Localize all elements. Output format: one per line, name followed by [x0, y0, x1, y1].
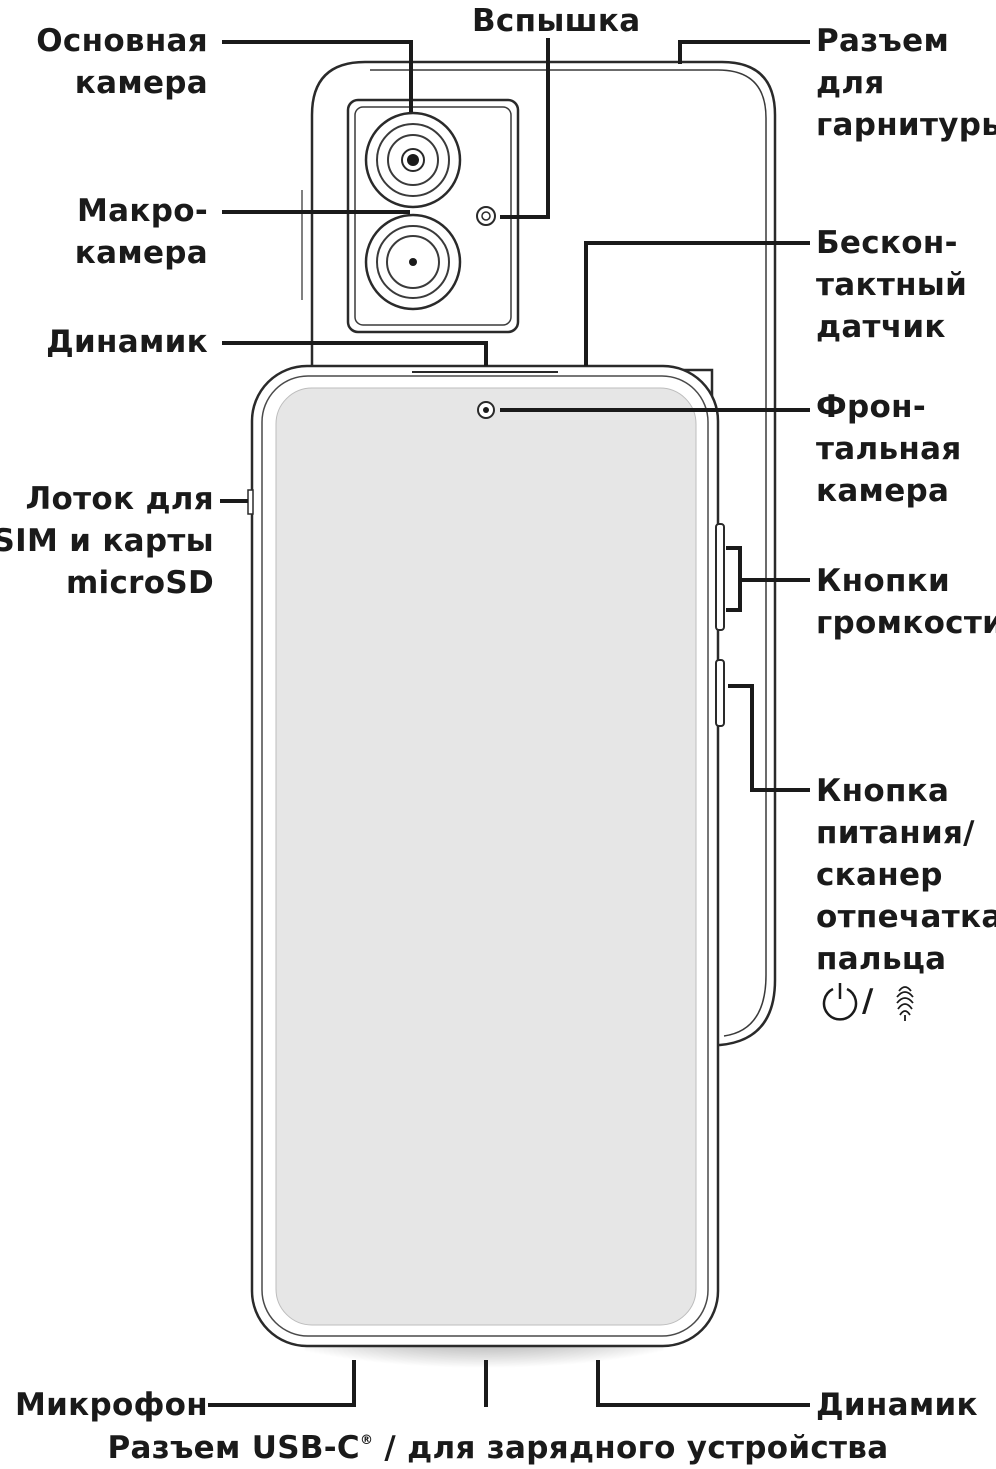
- main-camera-lens: [364, 111, 462, 209]
- label-front-camera: Фрон- тальная камера: [816, 389, 962, 509]
- label-volume-buttons: Кнопки громкости: [816, 563, 996, 641]
- power-fingerprint-separator: /: [862, 983, 874, 1019]
- leader-flash: [500, 38, 550, 219]
- label-microphone: Микрофон: [15, 1387, 208, 1423]
- phone-back-inner-edge: [370, 69, 767, 1037]
- power-icon: [822, 983, 858, 1021]
- leader-power-button: [728, 684, 810, 792]
- leader-microphone: [208, 1360, 356, 1407]
- sim-tray-slot: [247, 489, 254, 515]
- front-camera-lens: [477, 401, 495, 419]
- label-speaker-top: Динамик: [46, 324, 208, 360]
- leader-speaker-bottom: [596, 1360, 810, 1407]
- label-sim-tray: Лоток для SIM и карты microSD: [0, 481, 214, 601]
- label-flash: Вспышка: [472, 3, 641, 39]
- volume-rocker: [715, 523, 725, 631]
- label-headset-jack: Разъем для гарнитуры: [816, 23, 996, 143]
- fingerprint-icon: [896, 986, 914, 1021]
- macro-camera-lens: [364, 213, 462, 311]
- label-main-camera: Основная камера: [36, 23, 208, 101]
- phone-screen: [275, 387, 697, 1326]
- leader-main-camera: [222, 40, 413, 112]
- leader-proximity-sensor: [584, 241, 810, 366]
- label-power-button: Кнопка питания/ сканер отпечатка пальца: [816, 773, 996, 977]
- label-macro-camera: Макро- камера: [74, 193, 208, 271]
- label-proximity-sensor: Бескон- тактный датчик: [816, 225, 968, 345]
- label-usb-port: Разъем USB-C® / для зарядного устройства: [107, 1430, 889, 1466]
- flash-led: [476, 206, 496, 226]
- power-button-shape: [715, 659, 725, 727]
- leader-speaker-top: [222, 341, 488, 366]
- label-speaker-bottom: Динамик: [816, 1387, 978, 1423]
- leader-headset-jack: [678, 40, 810, 64]
- phone-front-bezel: [261, 375, 709, 1337]
